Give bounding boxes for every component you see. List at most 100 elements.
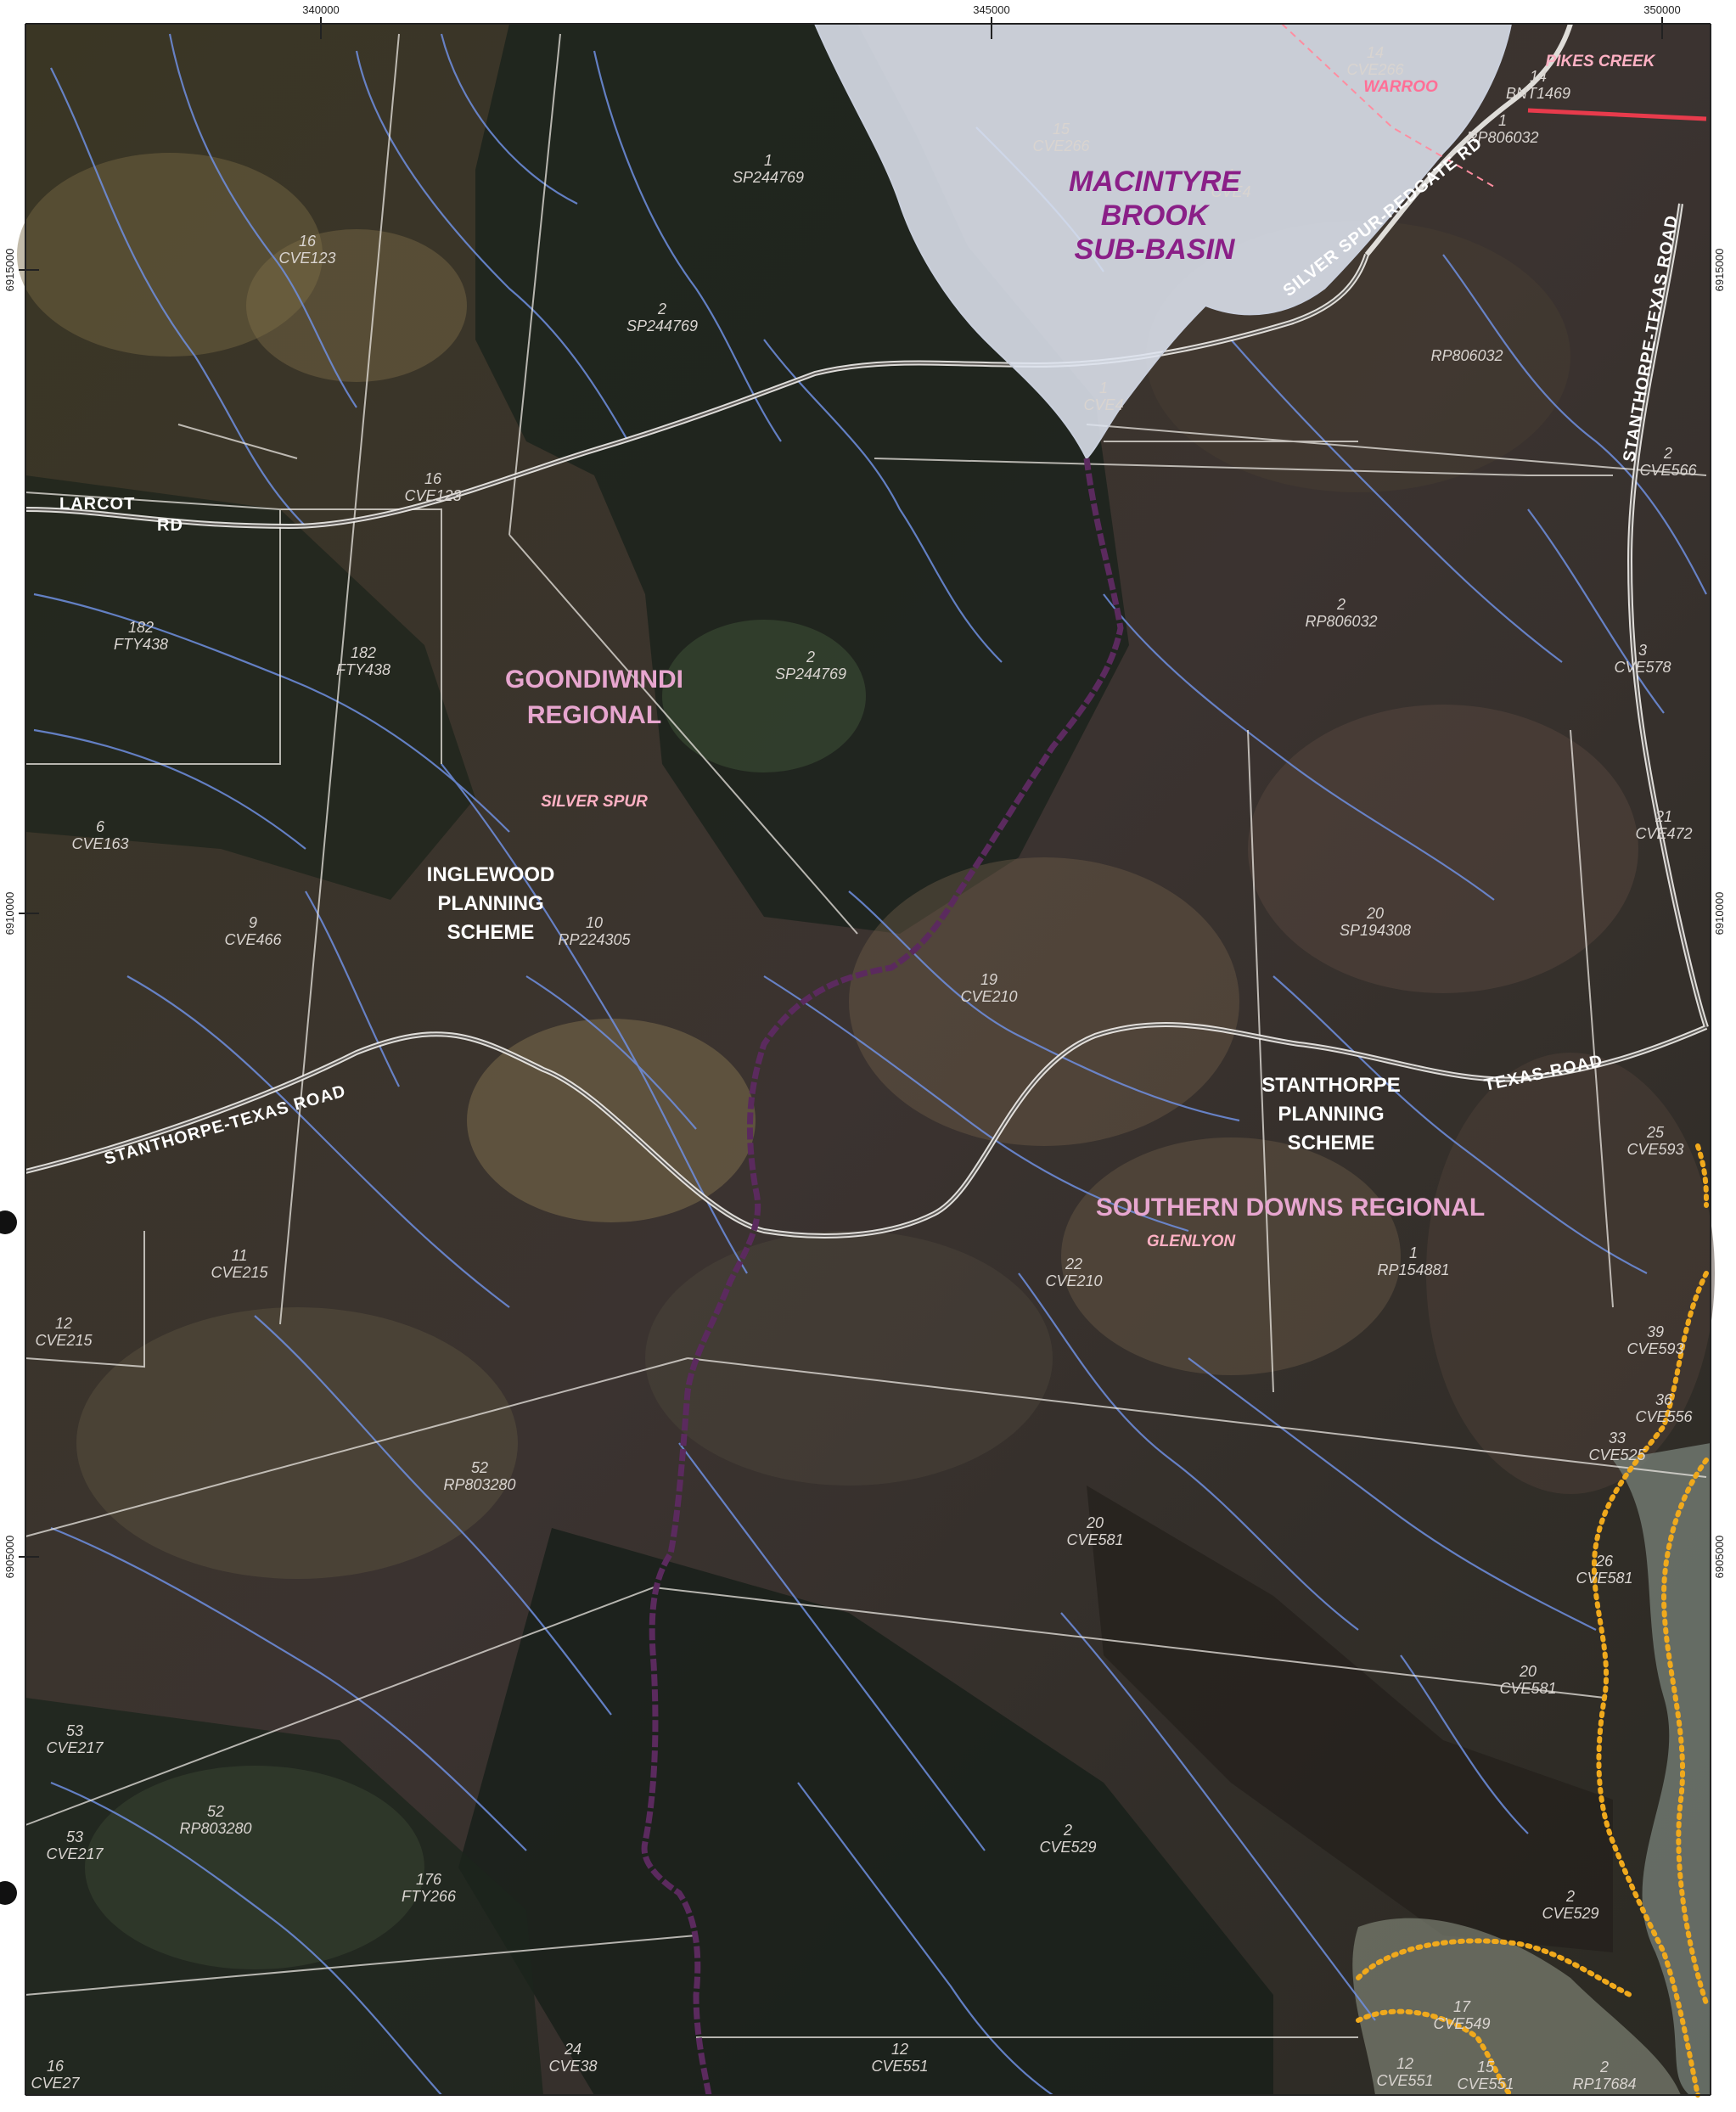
parcel-plan-number: CVE4 [1083, 396, 1123, 413]
parcel-lot-number: 15 [1477, 2059, 1495, 2075]
flood-extent [1356, 1143, 1709, 2098]
parcel-plan-number: CVE593 [1626, 1141, 1683, 1158]
parcel-plan-number: RP154881 [1377, 1261, 1449, 1278]
parcel-plan-number: CVE38 [548, 2058, 597, 2075]
parcel-plan-number: CVE551 [871, 2058, 928, 2075]
parcel-plan-number: CVE4 [1211, 183, 1250, 200]
parcel-plan-number: RP803280 [443, 1476, 515, 1493]
parcel-plan-number: CVE217 [46, 1739, 104, 1756]
parcel-plan-number: SP244769 [733, 169, 804, 186]
parcel-lot-number: 17 [1453, 1998, 1471, 2015]
parcel-lot-number: 15 [1053, 121, 1070, 138]
grid-label-top-1: 340000 [302, 3, 339, 16]
parcel-lot-number: 16 [47, 2058, 65, 2075]
parcel-lot-number: 14 [1367, 44, 1384, 61]
parcel-lot-number: 2 [1063, 1822, 1072, 1839]
parcel-plan-number: CVE163 [71, 835, 128, 852]
parcel-plan-number: CVE556 [1635, 1408, 1693, 1425]
lga-boundary[interactable] [641, 458, 1124, 2096]
parcel-plan-number: CVE549 [1433, 2015, 1490, 2032]
parcel-plan-number: SP194308 [1340, 922, 1411, 939]
parcel-lot-number: 12 [891, 2041, 908, 2058]
parcel-plan-number: CVE123 [404, 487, 461, 504]
parcel-lot-number: 52 [207, 1803, 224, 1820]
region-label-goondiwindi-1: GOONDIWINDI [505, 666, 683, 694]
aerial-imagery [17, 24, 1715, 2095]
parcel-lot-number: 53 [66, 1722, 83, 1739]
parcel-lot-number: 3 [1638, 642, 1647, 659]
parcel-lot-number: 2 [1599, 2059, 1609, 2075]
parcel-plan-number: CVE529 [1039, 1839, 1096, 1856]
parcel-lot-number: 26 [1595, 1553, 1614, 1570]
parcel-plan-number: BNT1469 [1506, 85, 1570, 102]
region-label-southern-downs: SOUTHERN DOWNS REGIONAL [1096, 1194, 1485, 1222]
parcel-plan-number: CVE529 [1542, 1905, 1598, 1922]
parcel-plan-number: CVE210 [960, 988, 1017, 1005]
parcel-lot-number: 1 [1409, 1244, 1418, 1261]
parcel-lot-number: 16 [299, 233, 317, 250]
parcel-lot-number: 16 [424, 470, 442, 487]
coordinate-ticks [19, 17, 1711, 2096]
scheme-label-inglewood-1: INGLEWOOD [427, 863, 555, 886]
grid-label-right-3: 6905000 [1713, 1536, 1726, 1579]
scheme-label-inglewood-3: SCHEME [447, 921, 535, 944]
parcel-plan-number: CVE581 [1499, 1680, 1556, 1697]
parcel-lot-number: 182 [128, 619, 154, 636]
parcel-lot-number: 25 [1646, 1124, 1665, 1141]
grid-label-side-1: 6915000 [3, 249, 16, 292]
parcel-plan-number: SP244769 [775, 666, 846, 682]
parcel-plan-number: CVE578 [1614, 659, 1671, 676]
parcel-plan-number: RP806032 [1430, 347, 1503, 364]
parcel-lot-number: 12 [1396, 2055, 1413, 2072]
parcel-lot-number: 20 [1519, 1663, 1537, 1680]
parcel-lot-number: 9 [249, 914, 257, 931]
parcel-plan-number: CVE466 [224, 931, 282, 948]
parcel-lot-number: 21 [1655, 808, 1672, 825]
parcel-lot-number: 20 [1086, 1514, 1104, 1531]
parcel-plan-number: FTY266 [402, 1888, 457, 1905]
parcel-lot-number: 2 [1663, 445, 1672, 462]
binding-hole [0, 1881, 17, 1905]
locality-label-silver-spur: SILVER SPUR [541, 793, 648, 811]
parcel-lot-number: 176 [416, 1871, 442, 1888]
parcel-lot-number: 10 [586, 914, 603, 931]
parcel-lot-number: 1 [764, 152, 772, 169]
macintyre-brook-sub-basin-area[interactable] [813, 23, 1513, 460]
scheme-label-stanthorpe-1: STANTHORPE [1261, 1074, 1401, 1097]
grid-label-right-2: 6910000 [1713, 892, 1726, 935]
locality-boundary [1281, 23, 1495, 188]
parcel-lot-number: 53 [66, 1828, 83, 1845]
parcel-lot-number: 22 [1065, 1255, 1082, 1272]
